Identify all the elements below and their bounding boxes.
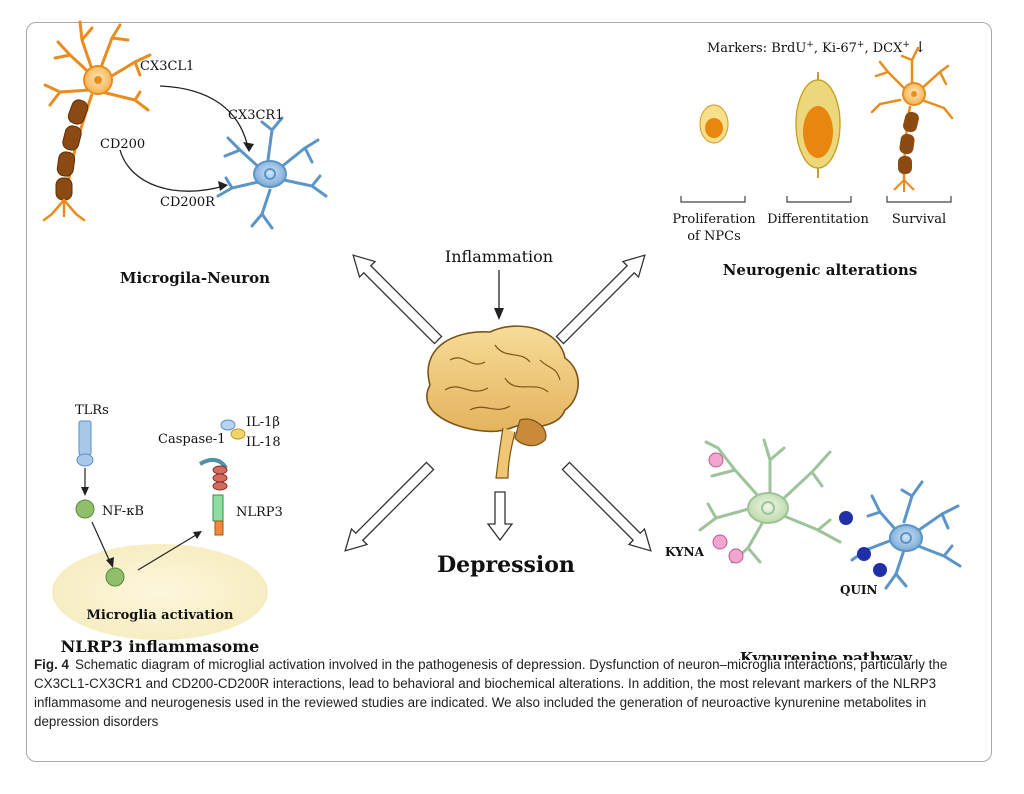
stage-proliferation-label: Proliferation xyxy=(672,212,756,227)
quin-molecule-icon xyxy=(873,563,887,577)
il1b-label: IL-1β xyxy=(246,415,280,430)
brain-icon xyxy=(426,325,579,479)
figure-frame xyxy=(26,22,992,762)
stage-differentiation-label: Differentitation xyxy=(767,212,869,227)
arrow-to-microglia-neuron xyxy=(352,254,443,345)
microglia-activation-area xyxy=(52,544,268,640)
microglia-cell-icon xyxy=(43,20,152,112)
cx3cl1-label: CX3CL1 xyxy=(140,59,194,74)
inflammation-label: Inflammation xyxy=(445,247,553,266)
nlrp3-title: NLRP3 inflammasome xyxy=(61,637,260,656)
quin-neuron-icon xyxy=(850,480,962,590)
arrow-to-neurogenic xyxy=(555,254,646,345)
kyna-molecule-icon xyxy=(708,452,724,468)
kyna-label: KYNA xyxy=(665,545,705,559)
cx3cr1-label: CX3CR1 xyxy=(228,108,283,123)
tlrs-label: TLRs xyxy=(75,403,109,418)
caption-text: Schematic diagram of microglial activati… xyxy=(34,657,948,729)
cx3cl1-arrowhead xyxy=(243,142,254,152)
microglia-activation-label: Microglia activation xyxy=(86,608,234,623)
neurogenic-panel: Markers: BrdU+, Ki-67+, DCX+↓ xyxy=(672,38,954,279)
green-glia-icon xyxy=(698,438,842,564)
depression-arrow xyxy=(486,491,514,542)
figure-diagram: CX3CL1 CX3CR1 CD200 CD200R Microgila-Neu… xyxy=(42,20,962,660)
kynurenine-panel: KYNA QUIN Kynurenine pathway xyxy=(665,438,962,660)
stage-survival-label: Survival xyxy=(892,212,946,227)
quin-molecule-icon xyxy=(839,511,853,525)
cx3cl1-arrow xyxy=(159,85,249,149)
caspase1-icon xyxy=(198,457,228,470)
microglia-neuron-panel: CX3CL1 CX3CR1 CD200 CD200R Microgila-Neu… xyxy=(42,20,328,287)
arrow-to-kynurenine xyxy=(561,461,652,552)
tlr-receptor-icon xyxy=(76,420,94,467)
cd200-arrow xyxy=(119,149,225,192)
inflammasome-complex-icon xyxy=(212,465,228,536)
microglia-neuron-title: Microgila-Neuron xyxy=(120,269,270,287)
stage-brackets xyxy=(680,196,952,203)
neurogenic-title: Neurogenic alterations xyxy=(723,261,918,279)
markers-label: Markers: BrdU+, Ki-67+, DCX+↓ xyxy=(707,38,926,56)
survival-neuron-icon xyxy=(870,46,954,192)
caspase1-label: Caspase-1 xyxy=(158,432,225,447)
il18-molecule-icon xyxy=(230,428,246,440)
quin-label: QUIN xyxy=(840,583,878,597)
kynurenine-title: Kynurenine pathway xyxy=(740,649,913,660)
arrow-to-nlrp3 xyxy=(344,461,435,552)
nlrp3-panel: TLRs NF-κB Caspase-1 IL-1β IL-18 NLRP3 M… xyxy=(52,403,283,656)
center-panel: Inflammation Depression xyxy=(426,247,579,578)
myelinated-axon-icon xyxy=(42,93,94,222)
nfkb-label: NF-κB xyxy=(102,504,144,519)
cd200r-label: CD200R xyxy=(160,195,216,210)
cd200-label: CD200 xyxy=(100,137,145,152)
il18-label: IL-18 xyxy=(246,435,281,450)
npc-cell-icon xyxy=(699,104,729,144)
inflammation-arrowhead xyxy=(494,308,504,320)
il1b-molecule-icon xyxy=(220,419,236,431)
quin-molecule-icon xyxy=(857,547,871,561)
stage-proliferation-label-line2: of NPCs xyxy=(687,229,741,244)
differentiating-cell-icon xyxy=(795,72,841,178)
nfkb-node-icon xyxy=(75,499,95,519)
activated-nfkb-icon xyxy=(105,567,125,587)
caption-label: Fig. 4 xyxy=(34,657,69,672)
kyna-molecule-icon xyxy=(728,548,744,564)
kyna-molecule-icon xyxy=(712,534,728,550)
nlrp3-label: NLRP3 xyxy=(236,505,283,520)
cd200-arrowhead xyxy=(218,181,228,191)
neuron-cell-icon xyxy=(216,116,328,230)
depression-label: Depression xyxy=(437,552,575,578)
